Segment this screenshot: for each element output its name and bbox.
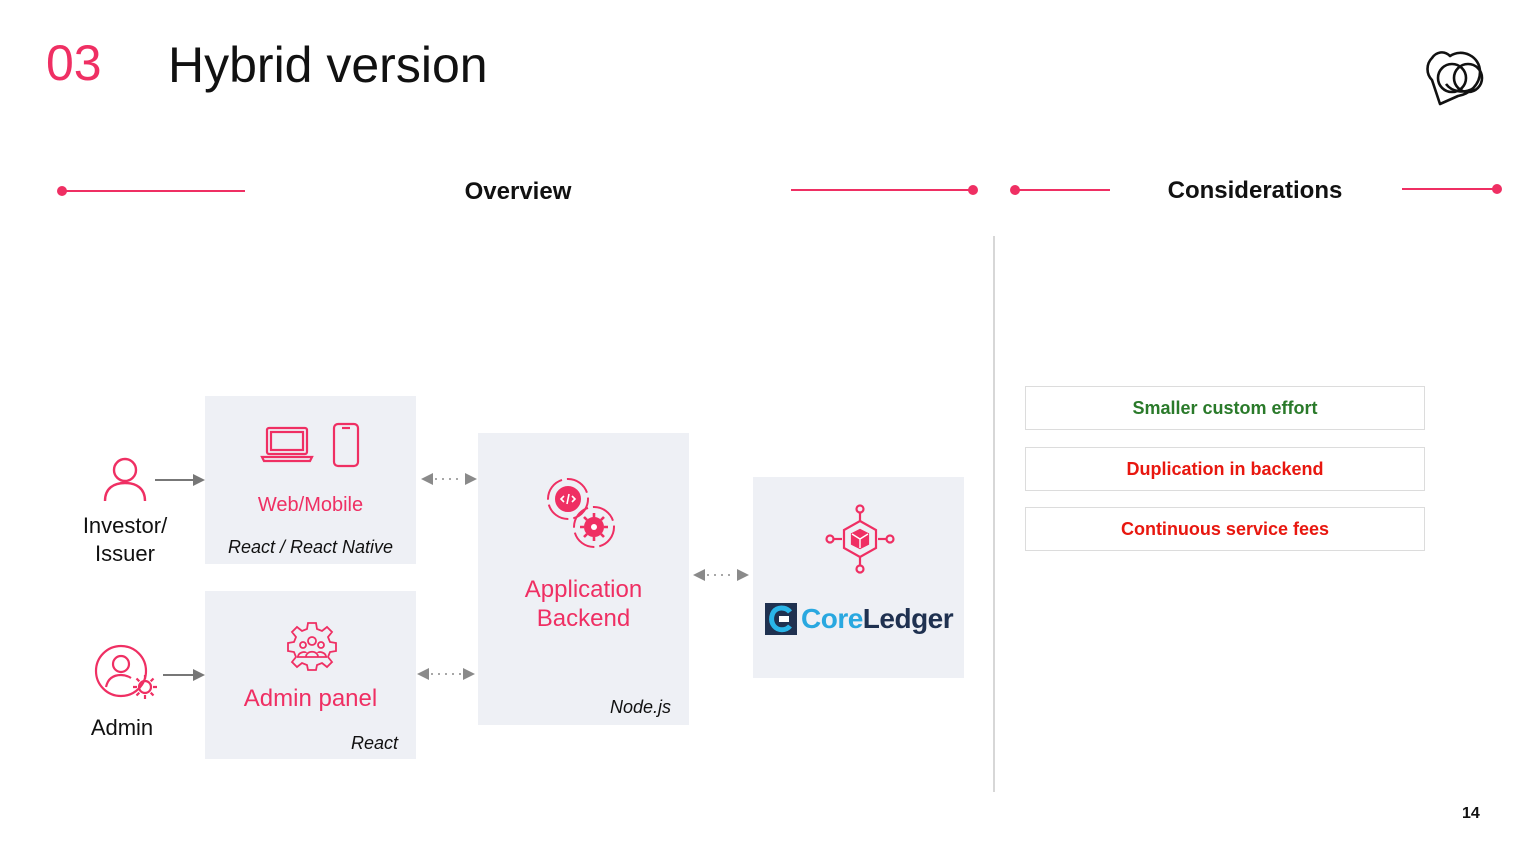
coreledger-box: CoreLedger <box>753 477 964 678</box>
coreledger-wordmark: CoreLedger <box>801 603 954 635</box>
backend-label: Application Backend <box>524 576 643 632</box>
considerations-rule-dot-right <box>1492 184 1502 194</box>
considerations-rule-left <box>1015 189 1110 191</box>
arrow-investor-to-web <box>155 474 205 486</box>
application-backend-box: Application Backend Node.js <box>478 433 689 725</box>
arrow-admin-backend <box>417 668 475 680</box>
code-gear-icon <box>546 477 618 549</box>
admin-user-gear-icon <box>94 644 163 701</box>
coreledger-mark-icon <box>765 603 797 635</box>
phone-icon <box>332 422 360 468</box>
laptop-icon <box>260 426 314 463</box>
web-mobile-label: Web/Mobile <box>257 494 364 516</box>
coreledger-wordmark-ledger: Ledger <box>862 603 954 634</box>
page-number: 14 <box>1462 805 1480 822</box>
admin-panel-tech: React <box>350 733 398 753</box>
arrow-web-backend <box>421 473 477 485</box>
web-mobile-tech: React / React Native <box>227 537 394 557</box>
investor-label: Investor/ Issuer <box>82 513 168 566</box>
considerations-rule-right <box>1402 188 1496 190</box>
overview-heading: Overview <box>464 178 572 205</box>
considerations-heading: Considerations <box>1167 177 1343 204</box>
admin-label: Admin <box>90 715 154 740</box>
consideration-item: Duplication in backend <box>1025 447 1425 491</box>
section-number: 03 <box>46 35 102 91</box>
consideration-item: Continuous service fees <box>1025 507 1425 551</box>
consideration-item: Smaller custom effort <box>1025 386 1425 430</box>
blockchain-node-icon <box>825 504 895 574</box>
team-gear-icon <box>287 621 337 671</box>
arrow-backend-ledger <box>693 569 749 581</box>
coreledger-wordmark-core: Core <box>801 603 863 634</box>
overview-rule-dot-right <box>968 185 978 195</box>
slide-title: Hybrid version <box>168 37 488 93</box>
overview-rule-right <box>791 189 973 191</box>
backend-tech: Node.js <box>609 697 671 717</box>
section-divider <box>993 236 995 792</box>
person-icon <box>102 456 148 502</box>
arrow-admin-to-panel <box>163 669 205 681</box>
brand-logo-icon <box>1422 44 1492 110</box>
admin-panel-box: Admin panel React <box>205 591 416 759</box>
web-mobile-box: Web/Mobile React / React Native <box>205 396 416 564</box>
admin-panel-label: Admin panel <box>243 685 378 712</box>
overview-rule-left <box>62 190 245 192</box>
